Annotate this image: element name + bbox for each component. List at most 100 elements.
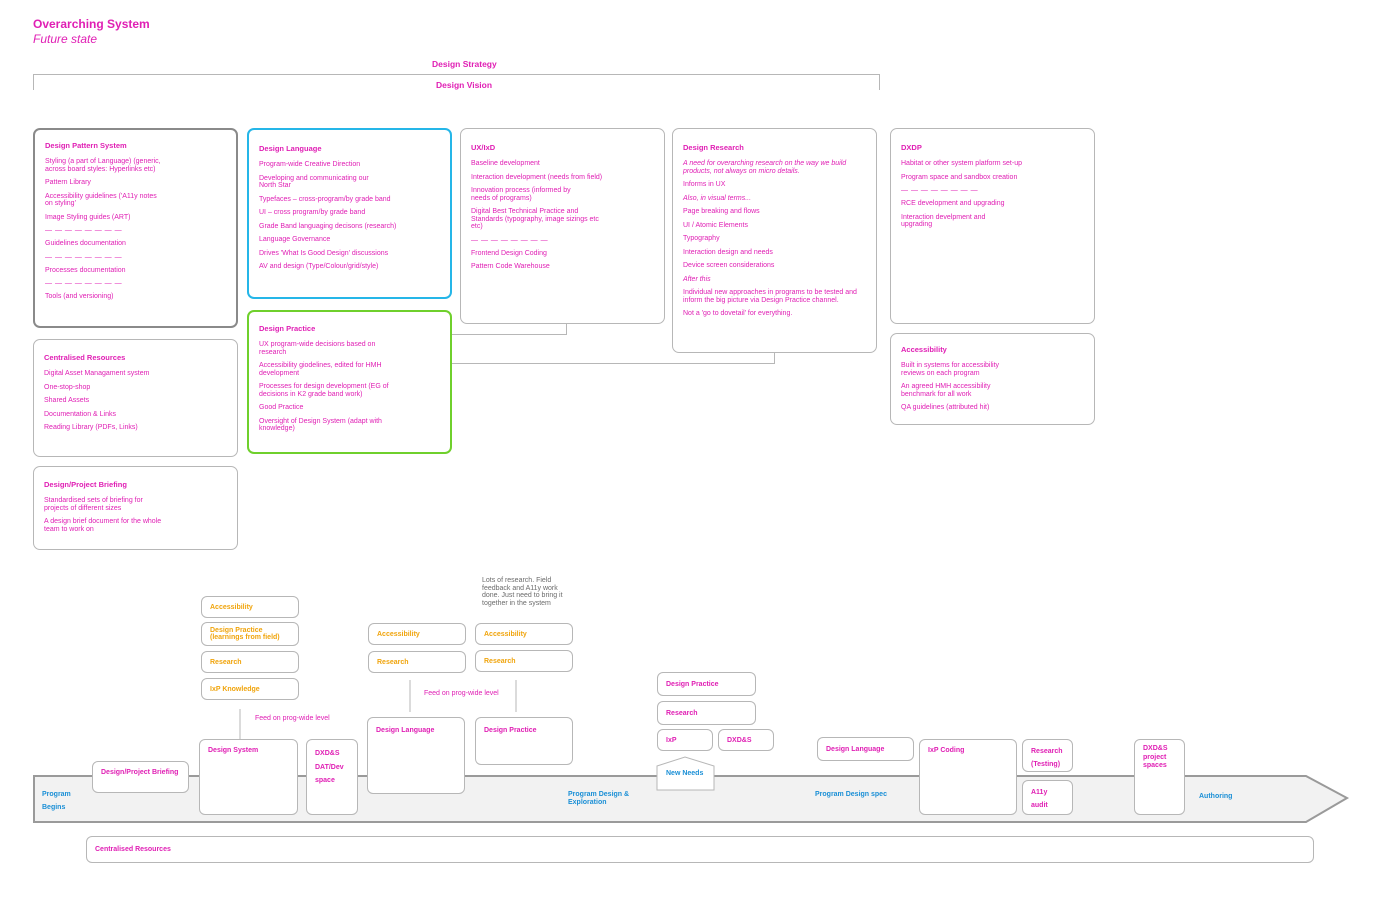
research-note: Lots of research. Field feedback and A11… xyxy=(482,577,563,607)
accessibility-card: Accessibility Built in systems for acces… xyxy=(890,333,1095,425)
card-item: Digital Asset Managament system xyxy=(44,370,150,377)
card-title: Design Practice xyxy=(259,324,316,333)
design-strategy-label: Design Strategy xyxy=(432,59,497,69)
card-item: Device screen considerations xyxy=(683,262,775,269)
ux-ixd-card: UX/IxD Baseline development Interaction … xyxy=(460,128,665,324)
flow-np-ixp: IxP xyxy=(657,729,713,751)
flow-np-research: Research xyxy=(657,701,756,725)
card-item: Habitat or other system platform set-up xyxy=(901,160,1022,167)
card-item: Pattern Code Warehouse xyxy=(471,263,550,270)
card-item: AV and design (Type/Colour/grid/style) xyxy=(259,263,379,270)
card-title: Design Research xyxy=(683,143,744,152)
card-item: Reading Library (PDFs, Links) xyxy=(44,424,138,431)
card-title: UX/IxD xyxy=(471,143,496,152)
divider: — — — — — — — — xyxy=(45,280,123,287)
feed-label-1: Feed on prog-wide level xyxy=(255,715,330,722)
card-item: QA guidelines (attributed hit) xyxy=(901,404,990,411)
arrow-shape xyxy=(33,775,1350,823)
card-item: Standardised sets of briefing for projec… xyxy=(44,497,143,512)
flow-ixp-coding: IxP Coding xyxy=(919,739,1017,815)
card-item: Language Governance xyxy=(259,236,331,243)
program-design-exploration-label: Program Design & Exploration xyxy=(568,791,630,806)
card-item: Frontend Design Coding xyxy=(471,249,547,257)
divider: — — — — — — — — xyxy=(45,227,123,234)
new-needs-shape xyxy=(656,756,715,791)
card-item: Innovation process (informed by needs of… xyxy=(471,187,571,202)
card-item: Page breaking and flows xyxy=(683,208,760,215)
flow-centralised-resources: Centralised Resources xyxy=(86,836,1314,863)
flow-design-system: Design System xyxy=(199,739,298,815)
design-language-card: Design Language Program-wide Creative Di… xyxy=(247,128,452,299)
card-item: Accessibility guidelines ('A11y notes on… xyxy=(45,192,157,208)
design-research-card: Design Research A need for overarching r… xyxy=(672,128,877,353)
divider: — — — — — — — — xyxy=(471,236,549,244)
design-practice-card: Design Practice UX program-wide decision… xyxy=(247,310,452,454)
program-design-spec-label: Program Design spec xyxy=(815,791,887,798)
flow-research-2: Research xyxy=(368,651,466,673)
card-item: A need for overarching research on the w… xyxy=(683,160,847,175)
divider: — — — — — — — — xyxy=(901,187,979,194)
card-title: Centralised Resources xyxy=(44,353,126,362)
card-title: Design/Project Briefing xyxy=(44,480,127,489)
divider: — — — — — — — — xyxy=(45,253,123,261)
card-item: Styling (a part of Language) (generic, a… xyxy=(45,158,161,173)
flow-design-project-briefing: Design/Project Briefing xyxy=(92,761,189,793)
card-item: Also, in visual terms... xyxy=(683,194,752,202)
card-item: One-stop-shop xyxy=(44,383,91,391)
connector-line xyxy=(566,323,567,335)
card-item: UI / Atomic Elements xyxy=(683,221,748,229)
card-title: Design Language xyxy=(259,144,322,153)
card-item: Interaction development (needs from fiel… xyxy=(471,173,603,181)
card-item: UI – cross program/by grade band xyxy=(259,209,366,216)
page-subtitle: Future state xyxy=(33,32,98,46)
card-item: Digital Best Technical Practice and Stan… xyxy=(471,208,599,230)
card-title: Design Pattern System xyxy=(45,141,127,150)
flow-design-practice: Design Practice xyxy=(475,717,573,765)
design-vision-label: Design Vision xyxy=(436,80,493,90)
flow-accessibility-3: Accessibility xyxy=(475,623,573,645)
card-item: Typography xyxy=(683,235,720,242)
flow-research-1: Research xyxy=(201,651,299,673)
card-item: Guidelines documentation xyxy=(45,240,126,247)
card-title: DXDP xyxy=(901,143,922,152)
card-item: Processes for design development (EG of … xyxy=(259,383,389,398)
design-project-briefing-card: Design/Project Briefing Standardised set… xyxy=(33,466,238,550)
card-item: Interaction develpment and upgrading xyxy=(901,213,986,229)
card-item: Not a 'go to dovetail' for everything. xyxy=(683,310,793,317)
card-item: UX program-wide decisions based on resea… xyxy=(259,341,376,356)
card-item: Drives 'What Is Good Design' discussions xyxy=(259,249,389,257)
connector-line xyxy=(450,334,567,335)
flow-research-3: Research xyxy=(475,650,573,672)
card-item: Informs in UX xyxy=(683,181,726,188)
strategy-bracket xyxy=(33,74,880,90)
card-item: Typefaces – cross-program/by grade band xyxy=(259,195,391,203)
flow-a11y-audit: A11y audit xyxy=(1022,780,1073,815)
card-item: Accessibility giodelines, edited for HMH… xyxy=(259,362,382,377)
card-item: Developing and communicating our North S… xyxy=(259,174,369,190)
card-item: Pattern Library xyxy=(45,179,91,186)
flow-spec-design-language: Design Language xyxy=(817,737,914,761)
feed-label-2: Feed on prog-wide level xyxy=(424,690,499,697)
flow-ixp-knowledge: IxP Knowledge xyxy=(201,678,299,700)
flow-design-practice-1: Design Practice (learnings from field) xyxy=(201,622,299,646)
card-item: Individual new approaches in programs to… xyxy=(683,289,857,304)
authoring-label: Authoring xyxy=(1199,793,1233,800)
card-item: Interaction design and needs xyxy=(683,248,773,256)
card-item: RCE development and upgrading xyxy=(901,200,1005,207)
card-item: Baseline development xyxy=(471,160,540,167)
connector-line xyxy=(450,363,775,364)
flow-np-dxds: DXD&S xyxy=(718,729,774,751)
card-item: Program space and sandbox creation xyxy=(901,173,1018,181)
card-item: Built in systems for accessibility revie… xyxy=(901,362,1000,377)
new-needs-label: New Needs xyxy=(666,770,704,777)
card-item: Oversight of Design System (adapt with k… xyxy=(259,417,382,433)
card-item: A design brief document for the whole te… xyxy=(44,518,162,533)
page-title: Overarching System xyxy=(33,17,150,31)
flow-accessibility-1: Accessibility xyxy=(201,596,299,618)
program-begins-label: Program Begins xyxy=(42,791,71,811)
card-item: After this xyxy=(683,275,711,283)
flow-dxds-project-spaces: DXD&S project spaces xyxy=(1134,739,1185,815)
card-item: An agreed HMH accessibility benchmark fo… xyxy=(901,383,991,398)
card-item: Program-wide Creative Direction xyxy=(259,161,361,168)
